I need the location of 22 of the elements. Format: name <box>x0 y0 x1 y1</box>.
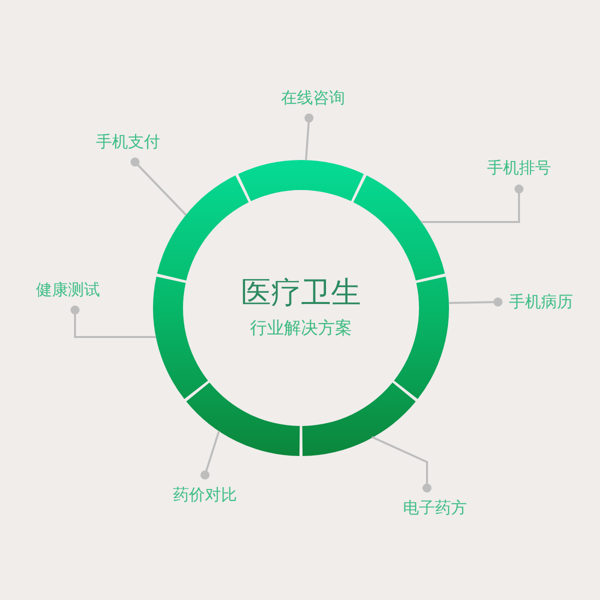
ring-segment <box>238 160 364 202</box>
feature-label: 在线咨询 <box>278 86 348 110</box>
leader-line <box>130 158 187 216</box>
feature-label: 电子药方 <box>400 496 470 520</box>
ring-segment <box>153 276 208 400</box>
feature-label: 手机支付 <box>93 130 163 154</box>
ring-segment <box>302 382 416 456</box>
leader-line <box>200 430 220 480</box>
leader-line <box>70 306 156 338</box>
leader-line <box>448 298 502 306</box>
ring-segment <box>157 175 249 281</box>
leader-line <box>421 184 524 223</box>
feature-label: 手机病历 <box>506 290 576 314</box>
leader-line <box>304 114 314 160</box>
center-title: 医疗卫生 <box>241 274 361 312</box>
ring-segment <box>186 382 300 456</box>
feature-label: 药价对比 <box>170 483 240 507</box>
center-subtitle: 行业解决方案 <box>250 318 352 340</box>
ring-segment <box>394 276 449 400</box>
leader-line <box>372 436 432 492</box>
feature-label: 手机排号 <box>484 156 554 180</box>
feature-label: 健康测试 <box>33 278 103 302</box>
